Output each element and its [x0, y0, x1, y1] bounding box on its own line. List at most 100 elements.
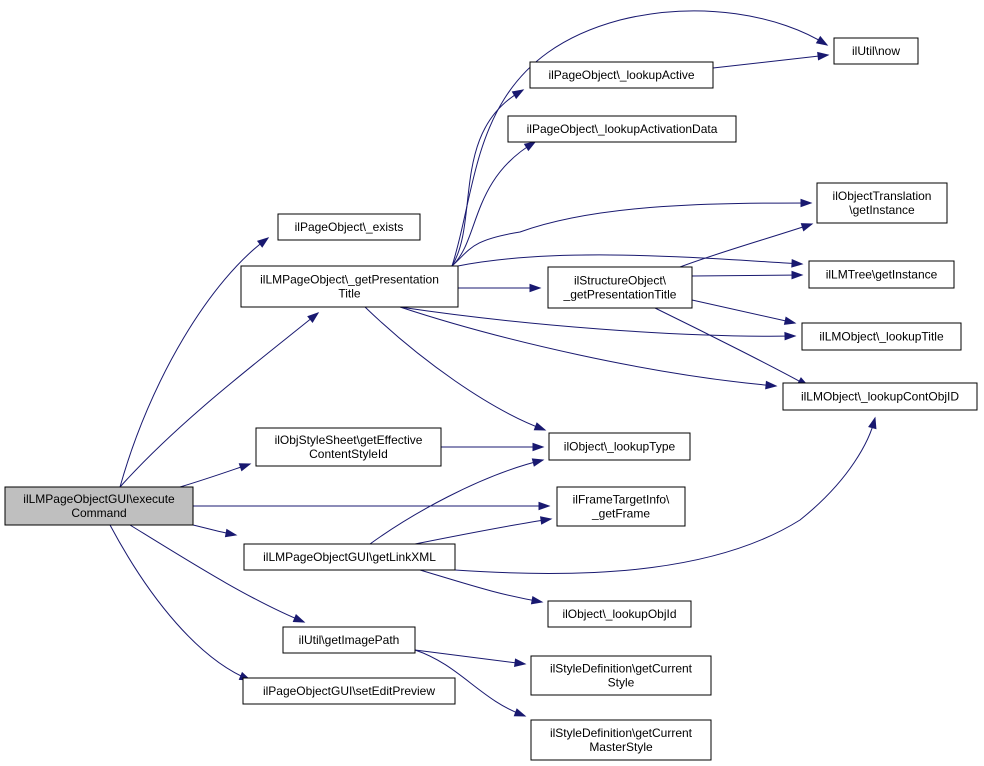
edge-arrowhead — [529, 283, 542, 293]
edge-arrowhead — [256, 237, 270, 248]
edge-n4-to-n10 — [369, 458, 545, 545]
function-node[interactable]: ilLMPageObjectGUI\getLinkXML — [243, 543, 456, 571]
edge-arrowhead — [538, 501, 551, 511]
node-label: ilStructureObject\ — [574, 274, 667, 288]
edge-n2-to-n9 — [458, 283, 542, 293]
node-box — [816, 182, 948, 224]
edge-arrowhead — [800, 223, 814, 232]
edge-line — [654, 307, 809, 387]
edge-line — [109, 524, 251, 681]
node-box — [240, 265, 459, 308]
edge-n9-to-n18 — [691, 299, 797, 325]
edge-arrowhead — [531, 458, 545, 467]
edge-line — [129, 524, 305, 623]
edge-n4-to-n11 — [414, 516, 553, 545]
edge-line — [119, 312, 319, 488]
function-node[interactable]: ilLMTree\getInstance — [808, 260, 955, 289]
node-label: ContentStyleId — [309, 447, 388, 461]
edge-line — [451, 89, 524, 267]
function-node[interactable]: ilLMObject\_lookupTitle — [801, 322, 962, 351]
edge-n7-to-n15 — [712, 51, 830, 69]
function-node[interactable]: ilStructureObject\_getPresentationTitle — [547, 266, 693, 309]
edge-n3-to-n10 — [441, 442, 545, 452]
function-node[interactable]: ilPageObjectGUI\setEditPreview — [242, 677, 456, 705]
node-label: MasterStyle — [589, 740, 653, 754]
edge-n9-to-n17 — [691, 270, 804, 280]
node-label: ilObjectTranslation — [833, 189, 932, 203]
node-box — [808, 260, 955, 289]
function-node[interactable]: ilUtil\now — [833, 37, 919, 65]
edge-root-to-n5 — [129, 524, 306, 623]
edge-n9-to-n16 — [679, 223, 814, 268]
edge-line — [712, 54, 829, 69]
node-box — [282, 626, 416, 654]
edge-arrowhead — [224, 528, 238, 538]
node-box — [547, 600, 692, 628]
node-box — [530, 719, 712, 761]
edge-arrowhead — [791, 270, 804, 280]
node-box — [833, 37, 919, 65]
edge-arrowhead — [784, 331, 797, 341]
edge-arrowhead — [815, 35, 829, 46]
function-node[interactable]: ilLMObject\_lookupContObjID — [782, 382, 978, 411]
edge-arrowhead — [800, 198, 813, 208]
edge-n4-to-n12 — [419, 569, 544, 605]
edge-arrowhead — [307, 312, 320, 323]
function-node[interactable]: ilObjectTranslation\getInstance — [816, 182, 948, 224]
function-node[interactable]: ilPageObject\_exists — [277, 213, 421, 241]
node-label: ilObject\_lookupObjId — [562, 607, 676, 621]
node-label: ilLMTree\getInstance — [826, 268, 938, 282]
edge-arrowhead — [523, 141, 537, 152]
edge-line — [399, 306, 777, 387]
node-label: ilStyleDefinition\getCurrent — [550, 662, 693, 676]
node-box — [801, 322, 962, 351]
function-node[interactable]: ilLMPageObject\_getPresentationTitle — [240, 265, 459, 308]
edge-line — [457, 254, 803, 267]
edges-layer — [109, 10, 877, 717]
edge-arrowhead — [530, 596, 544, 605]
edge-root-to-n1 — [119, 237, 270, 488]
node-box — [4, 486, 194, 526]
node-label: ilPageObject\_lookupActivationData — [527, 122, 718, 136]
edge-arrowhead — [238, 463, 252, 472]
node-label: ilPageObject\_lookupActive — [548, 68, 694, 82]
function-node[interactable]: ilFrameTargetInfo\_getFrame — [556, 486, 686, 527]
node-label: ilUtil\now — [852, 44, 900, 58]
edge-root-to-n11 — [193, 501, 551, 511]
node-box — [782, 382, 978, 411]
edge-line — [679, 223, 813, 268]
function-node[interactable]: ilObjStyleSheet\getEffectiveContentStyle… — [255, 427, 442, 467]
node-label: ilLMObject\_lookupContObjID — [801, 390, 959, 404]
nodes-layer: ilLMPageObjectGUI\executeCommandilPageOb… — [4, 37, 978, 761]
node-box — [547, 266, 693, 309]
edge-line — [451, 202, 812, 267]
node-label: ilFrameTargetInfo\ — [573, 493, 670, 507]
edge-arrowhead — [783, 316, 797, 325]
edge-line — [451, 141, 536, 267]
edge-n4-to-n19 — [454, 416, 877, 574]
function-node[interactable]: ilPageObject\_lookupActive — [529, 61, 714, 89]
edge-arrowhead — [765, 380, 778, 390]
node-label: ilObjStyleSheet\getEffective — [275, 433, 423, 447]
function-node[interactable]: ilUtil\getImagePath — [282, 626, 416, 654]
edge-n2-to-n16 — [451, 198, 813, 267]
edge-arrowhead — [791, 259, 804, 268]
edge-n2-to-n18 — [399, 306, 797, 341]
edge-n2-to-n19 — [399, 306, 778, 390]
edge-root-to-n3 — [179, 463, 252, 488]
edge-root-to-n6 — [109, 524, 252, 681]
function-node[interactable]: ilObject\_lookupObjId — [547, 600, 692, 628]
node-box — [242, 677, 456, 705]
edge-arrowhead — [514, 658, 527, 667]
node-label: Title — [338, 287, 361, 301]
edge-root-to-n2 — [119, 312, 320, 488]
node-box — [255, 427, 442, 467]
function-node[interactable]: ilObject\_lookupType — [548, 432, 691, 461]
edge-line — [119, 237, 269, 488]
function-node[interactable]: ilPageObject\_lookupActivationData — [507, 115, 737, 143]
edge-line — [414, 649, 526, 717]
node-box — [530, 655, 712, 696]
node-label: ilLMObject\_lookupTitle — [819, 330, 944, 344]
